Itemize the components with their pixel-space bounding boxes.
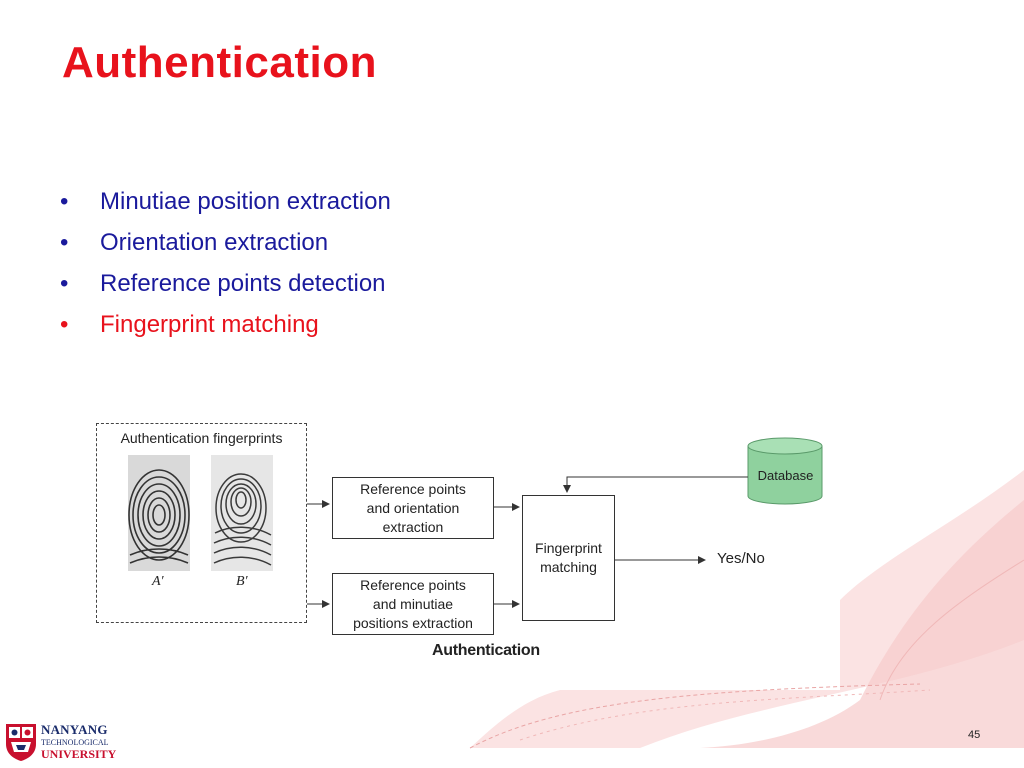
logo-line-1: NANYANG [41,722,108,738]
diagram-caption: Authentication [432,642,540,660]
reference-minutiae-box: Reference points and minutiae positions … [332,573,494,635]
crest-icon [4,722,38,762]
university-logo: NANYANG TECHNOLOGICAL UNIVERSITY [4,722,129,764]
fingerprint-matching-box: Fingerprint matching [522,495,615,621]
reference-orientation-box: Reference points and orientation extract… [332,477,494,539]
arrow-db-to-match [567,477,748,492]
authentication-fingerprints-group: Authentication fingerprints A′ B′ [96,423,307,623]
fingerprint-a-label: A′ [152,574,164,590]
logo-line-3: UNIVERSITY [41,747,116,762]
group-caption: Authentication fingerprints [97,430,306,446]
page-number: 45 [968,729,980,741]
database-label: Database [748,468,823,483]
logo-line-2: TECHNOLOGICAL [41,738,109,747]
fingerprint-b-label: B′ [236,574,248,590]
fingerprint-b-image [211,455,273,571]
output-label: Yes/No [717,550,765,567]
fingerprint-a-image [128,455,190,571]
